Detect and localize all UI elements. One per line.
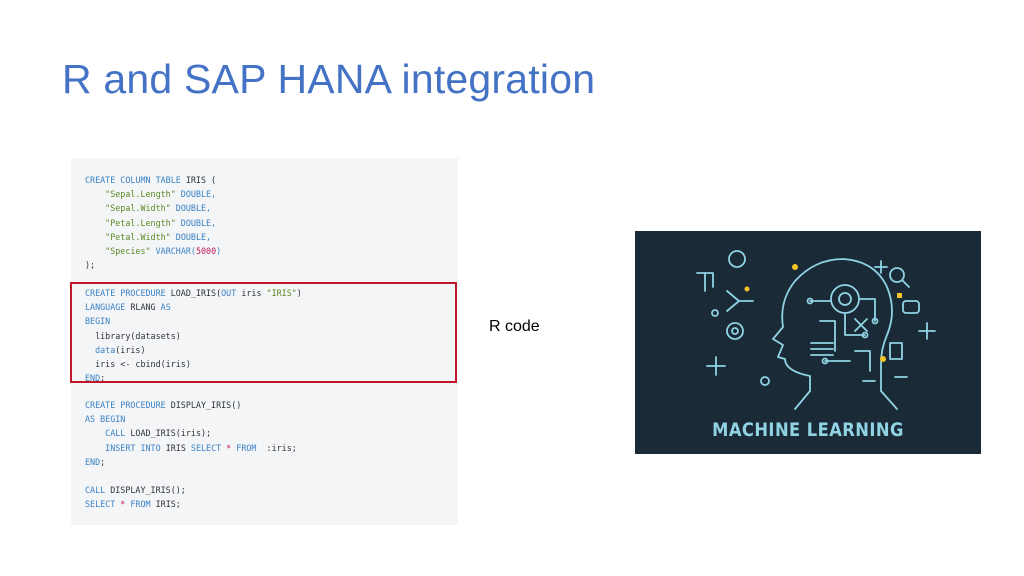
display-iris-procedure-code: CREATE PROCEDURE DISPLAY_IRIS()AS BEGIN … [85, 398, 297, 512]
code-line: "Petal.Width" DOUBLE, [105, 231, 212, 242]
code-line: "Sepal.Length" DOUBLE, [105, 189, 217, 200]
code-line: CREATE PROCEDURE DISPLAY_IRIS() [85, 400, 242, 410]
code-line: CREATE PROCEDURE LOAD_IRIS(OUT iris "IRI… [85, 288, 302, 298]
code-snippet-panel: CREATE COLUMN TABLE IRIS ( "Sepal.Length… [71, 158, 458, 525]
machine-learning-caption: MACHINE LEARNING [712, 419, 904, 441]
code-line: SELECT * FROM IRIS; [85, 499, 181, 510]
code-line: BEGIN [85, 316, 111, 327]
code-line: END; [85, 456, 106, 467]
load-iris-procedure-code: CREATE PROCEDURE LOAD_IRIS(OUT iris "IRI… [85, 286, 302, 385]
code-line: library(datasets) [85, 330, 181, 341]
code-line: "Sepal.Width" DOUBLE, [105, 203, 212, 214]
code-line: CALL LOAD_IRIS(iris); [105, 428, 212, 439]
code-line [85, 469, 297, 483]
code-line: CREATE COLUMN TABLE IRIS ( [85, 175, 217, 185]
ai-head-icon [696, 250, 936, 410]
slide-title: R and SAP HANA integration [62, 56, 596, 102]
code-line: iris <- cbind(iris) [85, 358, 191, 369]
code-line: "Petal.Length" DOUBLE, [105, 217, 217, 228]
machine-learning-illustration: MACHINE LEARNING [635, 231, 981, 454]
create-table-code: CREATE COLUMN TABLE IRIS ( "Sepal.Length… [85, 173, 221, 272]
r-code-label: R code [489, 318, 540, 335]
code-line: INSERT INTO IRIS SELECT * FROM :iris; [105, 442, 297, 453]
code-line: CALL DISPLAY_IRIS(); [85, 485, 186, 496]
code-line: data(iris) [85, 344, 146, 355]
code-line: LANGUAGE RLANG AS [85, 302, 171, 313]
code-line: "Species" VARCHAR(5000) [105, 245, 222, 256]
code-line: AS BEGIN [85, 414, 126, 425]
code-line: ); [85, 260, 96, 271]
r-code-highlight-box [70, 282, 457, 383]
code-line: END; [85, 373, 106, 384]
